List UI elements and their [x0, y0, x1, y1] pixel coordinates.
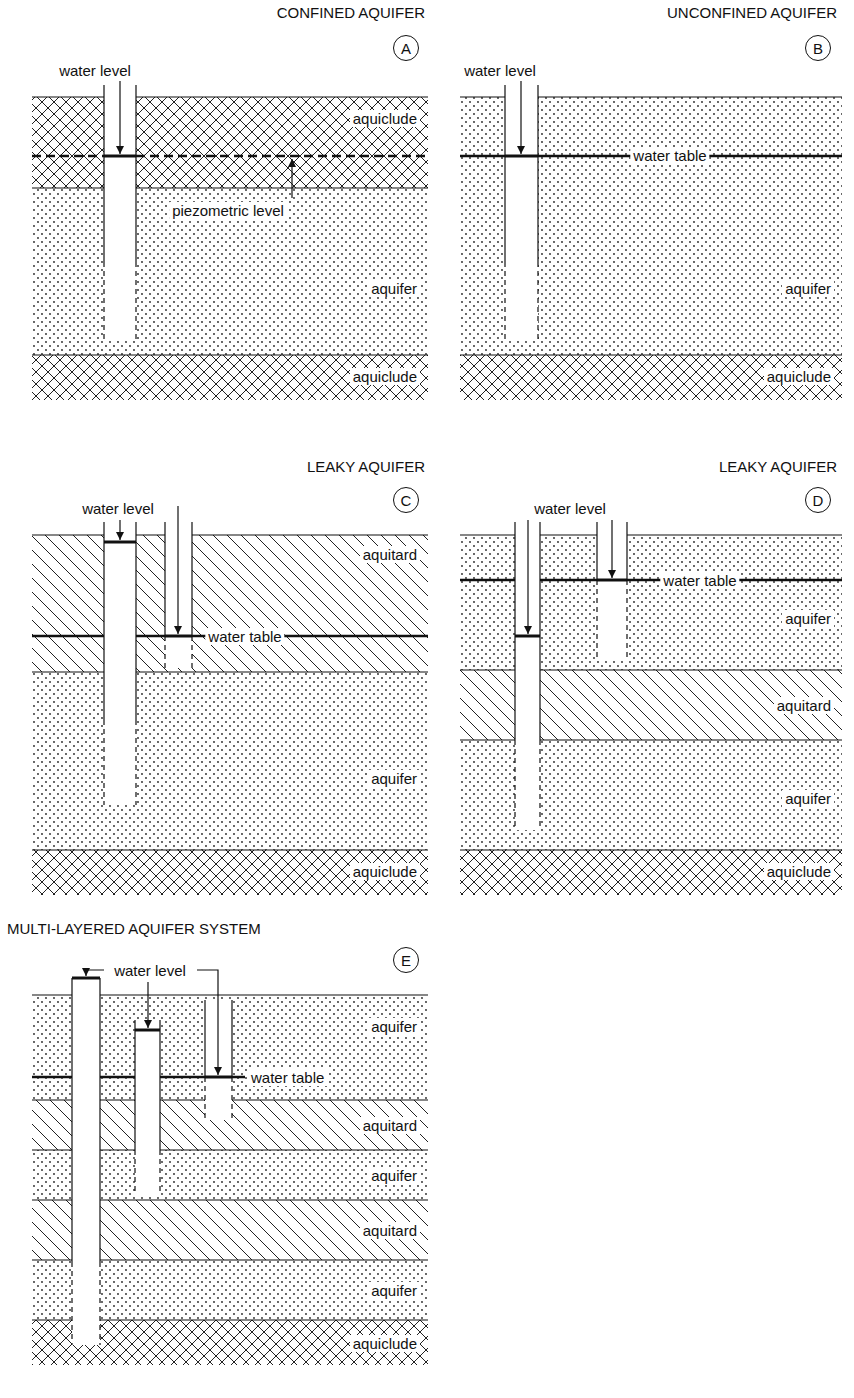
- line-label-anchor: water table: [205, 628, 284, 646]
- panel-letter-circle: C: [393, 487, 419, 513]
- layer-name: aquifer: [368, 1167, 420, 1184]
- callout-label: water level: [531, 500, 609, 517]
- wells: [72, 85, 627, 1345]
- callout-label-anchor: piezometric level: [169, 202, 287, 220]
- panel-title: LEAKY AQUIFER: [304, 458, 428, 475]
- panel-title: MULTI-LAYERED AQUIFER SYSTEM: [4, 920, 264, 937]
- layer-name: aquifer: [782, 280, 834, 297]
- layer-boundaries: [32, 97, 842, 1320]
- layer-band-hatched: aquitard: [32, 1200, 428, 1260]
- layer-name: aquiclude: [764, 863, 834, 880]
- layer-band-crosshatch: aquiclude: [460, 850, 842, 895]
- panel-letter-circle: D: [805, 487, 831, 513]
- callout-label-anchor: water level: [531, 500, 609, 518]
- water-surfaces: [32, 156, 842, 1077]
- panel-letter-circle: A: [393, 35, 419, 61]
- layer-name: aquitard: [774, 697, 834, 714]
- layer-name: aquifer: [368, 770, 420, 787]
- layer-band-dotted: aquifer: [32, 995, 428, 1100]
- panel-title-anchor: MULTI-LAYERED AQUIFER SYSTEM: [4, 920, 264, 938]
- callout-label-anchor: water level: [56, 62, 134, 80]
- layer-name: aquiclude: [350, 110, 420, 127]
- line-label-anchor: water table: [660, 572, 739, 590]
- layer-name: aquiclude: [350, 368, 420, 385]
- panel-title-anchor: LEAKY AQUIFER: [304, 458, 428, 476]
- layer-band-dotted: aquifer: [32, 1260, 428, 1320]
- callout-label: water level: [111, 962, 189, 979]
- callout-label: water level: [56, 62, 134, 79]
- line-label: water table: [660, 572, 739, 589]
- layer-band-hatched: aquitard: [32, 535, 428, 672]
- callout-label: piezometric level: [169, 202, 287, 219]
- layer-name: aquitard: [360, 1117, 420, 1134]
- panel-title-anchor: UNCONFINED AQUIFER: [664, 4, 840, 22]
- panel-letter: B: [813, 40, 823, 57]
- line-label: water table: [248, 1069, 327, 1086]
- panel-letter: A: [401, 40, 411, 57]
- layer-band-hatched: aquitard: [460, 670, 842, 740]
- callout-label: water level: [79, 500, 157, 517]
- layer-name: aquifer: [368, 1282, 420, 1299]
- layer-name: aquifer: [782, 790, 834, 807]
- callout-label-anchor: water level: [111, 962, 189, 980]
- callout-label-anchor: water level: [461, 62, 539, 80]
- layer-band-dotted: aquifer: [460, 97, 842, 355]
- layer-name: aquitard: [360, 546, 420, 563]
- panel-letter-circle: E: [393, 947, 419, 973]
- layer-name: aquifer: [368, 280, 420, 297]
- panel-letter: C: [401, 492, 412, 509]
- panel-letter: D: [813, 492, 824, 509]
- layer-name: aquiclude: [764, 368, 834, 385]
- line-label: water table: [205, 628, 284, 645]
- layer-band-crosshatch: aquiclude: [460, 355, 842, 400]
- layer-band-dotted: aquifer: [460, 535, 842, 670]
- panel-title: LEAKY AQUIFER: [716, 458, 840, 475]
- panel-title-anchor: CONFINED AQUIFER: [274, 4, 428, 22]
- layer-name: aquiclude: [350, 1335, 420, 1352]
- layer-band-dotted: aquifer: [32, 672, 428, 850]
- layer-name: aquitard: [360, 1222, 420, 1239]
- layer-band-dotted: aquifer: [460, 740, 842, 850]
- layer-band-hatched: aquitard: [32, 1100, 428, 1150]
- callout-label-anchor: water level: [79, 500, 157, 518]
- layer-band-crosshatch: aquiclude: [32, 355, 428, 400]
- layer-name: aquiclude: [350, 863, 420, 880]
- panel-title: CONFINED AQUIFER: [274, 4, 428, 21]
- callout-label: water level: [461, 62, 539, 79]
- layer-band-crosshatch: aquiclude: [32, 97, 428, 188]
- line-label: water table: [630, 147, 709, 164]
- line-label-anchor: water table: [630, 147, 709, 165]
- panel-letter: E: [401, 952, 411, 969]
- layer-name: aquifer: [782, 610, 834, 627]
- layer-band-crosshatch: aquiclude: [32, 850, 428, 895]
- layer-fills: [32, 97, 842, 1365]
- layer-band-dotted: aquifer: [32, 1150, 428, 1200]
- layer-band-crosshatch: aquiclude: [32, 1320, 428, 1365]
- line-label-anchor: water table: [248, 1069, 327, 1087]
- panel-letter-circle: B: [805, 35, 831, 61]
- layer-name: aquifer: [368, 1018, 420, 1035]
- panel-title-anchor: LEAKY AQUIFER: [716, 458, 840, 476]
- panel-title: UNCONFINED AQUIFER: [664, 4, 840, 21]
